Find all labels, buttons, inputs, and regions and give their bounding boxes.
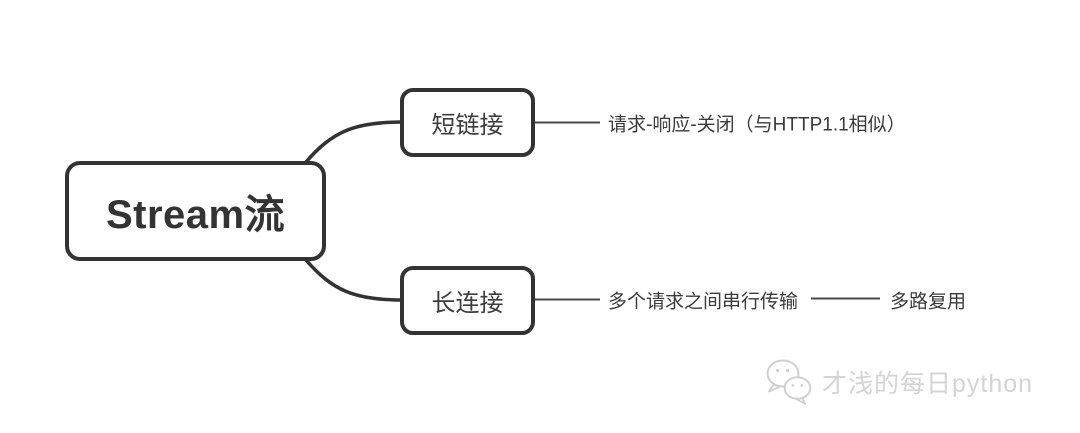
wechat-small-bubble <box>783 376 812 400</box>
note-request-response-close: 请求-响应-关闭（与HTTP1.1相似） <box>608 114 906 136</box>
note-multiplexing: 多路复用 <box>890 291 967 313</box>
node-long-connection: 长连接 <box>400 266 535 335</box>
curve-root-to-long-connection <box>304 258 404 302</box>
root-node-label: Stream流 <box>105 193 286 237</box>
wechat-small-bubble-eye-right <box>800 384 804 387</box>
watermark-text: 才浅的每日python <box>822 370 1034 398</box>
wechat-icon <box>766 359 812 405</box>
long-connection-label: 长连接 <box>431 290 504 317</box>
curve-root-to-short-connection <box>304 120 404 164</box>
wechat-big-bubble-eye-left <box>775 368 780 373</box>
wechat-small-bubble-eye-left <box>791 384 795 387</box>
watermark: 才浅的每日python <box>763 358 1033 406</box>
node-short-connection: 短链接 <box>400 88 535 157</box>
wechat-big-bubble-eye-right <box>785 368 790 373</box>
short-connection-label: 短链接 <box>431 112 504 139</box>
note-serial-transmission: 多个请求之间串行传输 <box>608 291 799 313</box>
node-stream-root: Stream流 <box>65 161 326 261</box>
